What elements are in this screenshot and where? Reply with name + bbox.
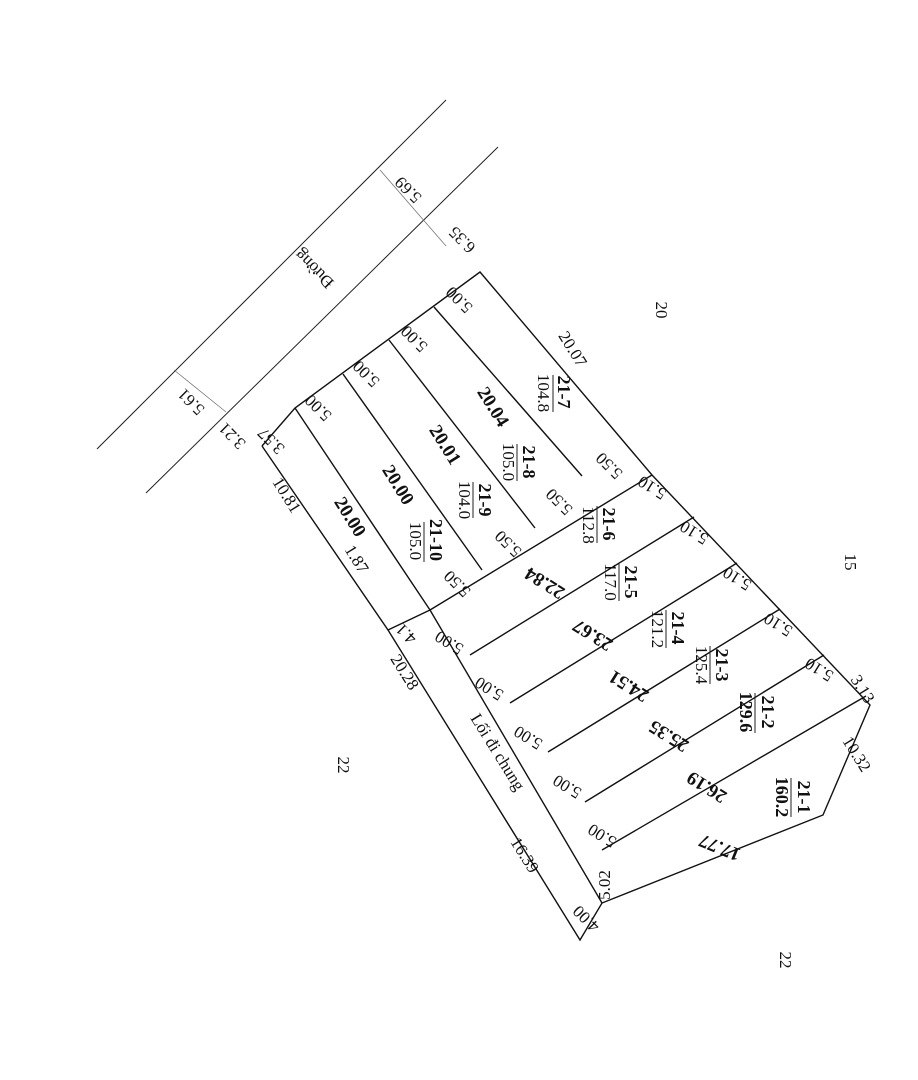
- lot-divider-8-9: [388, 339, 536, 529]
- road-width-2: 6.35: [445, 223, 479, 257]
- lot-21-1-front: 5.02: [595, 870, 614, 900]
- lot-21-10-id: 21-10: [426, 519, 446, 561]
- lot-21-6-front: 5.00: [431, 627, 466, 659]
- lot-21-9-front: 5.00: [349, 357, 383, 391]
- lot-21-8-front: 5.00: [397, 322, 431, 356]
- lot-21-7-depth: 20.07: [554, 328, 591, 371]
- lot-21-7-id: 21-7: [554, 376, 574, 409]
- lot-divider-4-3: [547, 608, 781, 753]
- lot-21-5-front: 5.00: [471, 673, 506, 705]
- lot-21-2-area: 129.6: [736, 692, 756, 733]
- neighbor-22-right: 22: [776, 952, 795, 969]
- lot-21-7-area: 104.8: [534, 374, 553, 412]
- neighbor-22-left: 22: [334, 757, 353, 774]
- lot-divider-2-1: [601, 695, 867, 851]
- lot-21-3-area: 125.4: [692, 646, 711, 685]
- lot-21-7-back: 5.50: [592, 449, 626, 483]
- lot-21-4-id: 21-4: [668, 612, 688, 645]
- lot-21-10-area: 105.0: [406, 522, 425, 560]
- edge-3-57: 3.57: [254, 423, 289, 458]
- road-width-4: 3.21: [215, 419, 249, 453]
- lot-divider-9-10: [342, 373, 483, 571]
- block-divider: [429, 474, 653, 611]
- lot-divider-3-2: [584, 654, 825, 803]
- lot-21-2-front: 5.00: [584, 820, 619, 852]
- lot-21-4-back: 5.10: [719, 563, 754, 595]
- lot-21-8-back: 5.50: [542, 485, 576, 519]
- lot-21-5-back: 5.10: [676, 517, 711, 549]
- lot-21-2-depth: 26.19: [683, 766, 730, 806]
- lot-21-5-depth: 23.67: [569, 614, 617, 655]
- road-width-dimension: [379, 169, 447, 247]
- road-width-3: 5.61: [174, 385, 208, 419]
- lot-21-4-depth: 24.51: [605, 665, 652, 705]
- edge-20-28: 20.28: [386, 651, 422, 694]
- path-top-edge: [387, 609, 431, 631]
- lot-21-9-depth: 20.01: [424, 421, 464, 468]
- edge-10-81: 10.81: [268, 474, 304, 517]
- lot-divider-5-4: [509, 562, 738, 704]
- lot-21-5-area: 117.0: [601, 563, 620, 601]
- lot-21-1-id: 21-1: [794, 781, 814, 814]
- road-edge-top: [96, 99, 447, 450]
- lot-21-3-back: 5.10: [760, 609, 795, 641]
- lot-divider-7-8: [433, 306, 583, 477]
- lot-divider-6-5: [469, 516, 695, 656]
- lot-21-6-depth: 22.84: [521, 562, 569, 603]
- lot-21-1-back: 3.13: [847, 671, 879, 706]
- lot-21-1-area: 160.2: [772, 777, 792, 818]
- lot-21-8-id: 21-8: [519, 446, 539, 479]
- lot-21-10-back: 5.50: [440, 567, 474, 601]
- common-path-label: Lối đi chung: [467, 710, 529, 794]
- lot-21-6-area: 112.8: [579, 506, 598, 544]
- lot-21-5-id: 21-5: [621, 566, 641, 599]
- road-edge-bottom: [145, 146, 499, 494]
- lot-21-10-depth: 20.00: [377, 461, 417, 508]
- lot-21-4-area: 121.2: [648, 610, 667, 648]
- lot-21-9-id: 21-9: [475, 484, 495, 517]
- lot-21-3-front: 5.00: [549, 771, 584, 803]
- parcel-boundary: [261, 271, 871, 942]
- road-width-dimension-2: [173, 369, 227, 413]
- lot-21-8-area: 105.0: [499, 443, 518, 481]
- path-inner-edge: [429, 609, 603, 904]
- edge-1-87: 1.87: [341, 541, 373, 577]
- lot-21-9-area: 104.0: [455, 481, 474, 519]
- lot-21-6-id: 21-6: [599, 508, 619, 541]
- lot-21-2-id: 21-2: [758, 696, 778, 729]
- lot-21-10-front: 5.00: [301, 391, 335, 425]
- edge-20-00-left: 20.00: [329, 493, 369, 540]
- lot-21-4-front: 5.00: [510, 722, 545, 754]
- lot-21-3-id: 21-3: [712, 649, 732, 682]
- lot-21-2-back: 5.10: [801, 654, 836, 686]
- edge-10-32: 10.32: [838, 733, 874, 776]
- lot-divider-10-path: [294, 407, 431, 611]
- road-label: Đường: [290, 245, 337, 292]
- lot-21-7-front: 5.00: [442, 283, 476, 317]
- neighbor-20: 20: [652, 302, 671, 319]
- road-width-1: 5.69: [391, 173, 425, 207]
- lot-21-1-depth: 17.77: [696, 829, 744, 865]
- lot-21-6-back: 5.10: [634, 472, 669, 504]
- neighbor-15: 15: [841, 554, 860, 571]
